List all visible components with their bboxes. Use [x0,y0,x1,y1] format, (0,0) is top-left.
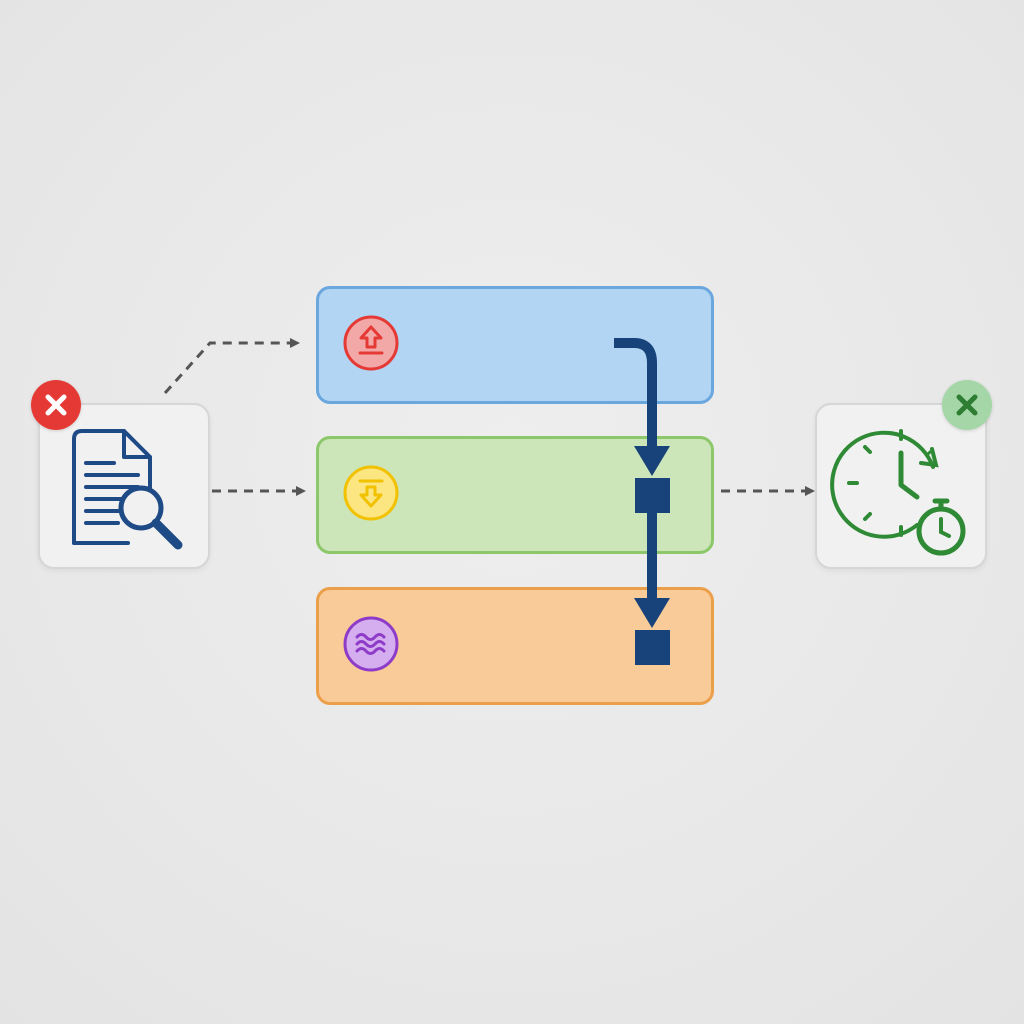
success-badge[interactable] [942,380,992,430]
check-icon [942,380,992,430]
flow-line [614,338,657,448]
flow-node-1[interactable] [635,478,670,513]
source-card[interactable] [38,403,210,569]
connector-source-to-lane-up [163,338,300,395]
flow-node-2[interactable] [635,630,670,665]
clock-stopwatch-icon [830,429,966,556]
remove-badge[interactable] [31,380,81,430]
waves-icon [343,616,399,672]
arrow-down-from-line-icon [343,465,399,521]
document-search-icon [72,429,183,550]
flow-arrowhead-2 [634,598,670,628]
arrow-up-to-line-icon [343,315,399,371]
target-card[interactable] [815,403,987,569]
flow-arrowhead-1 [634,446,670,476]
remove-icon [31,380,81,430]
